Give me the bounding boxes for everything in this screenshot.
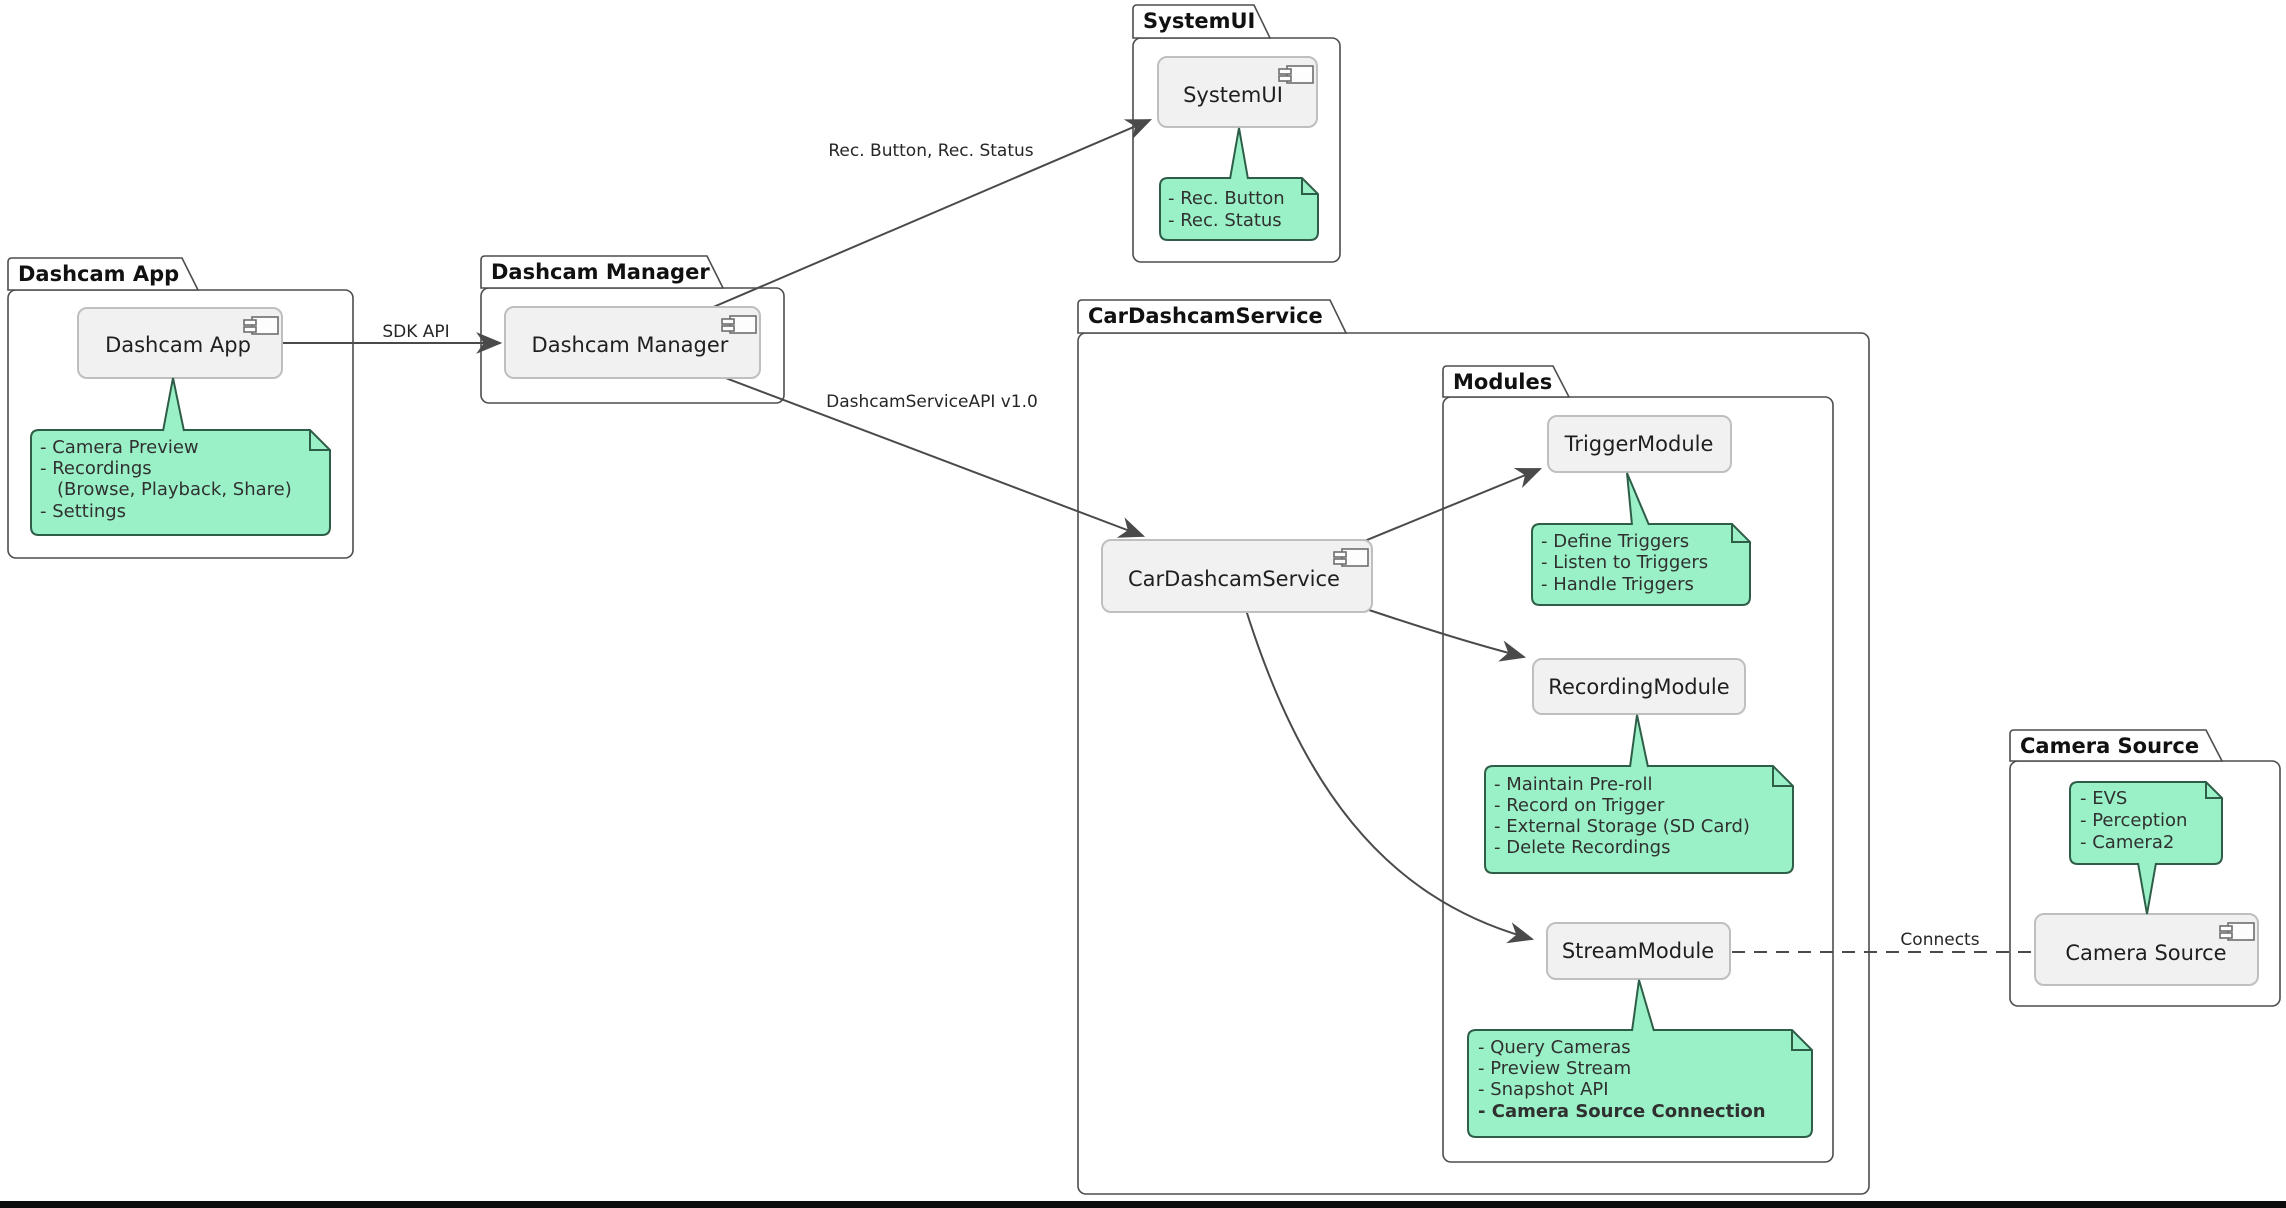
edge-rec-status (689, 119, 1152, 318)
edges: SDK API Rec. Button, Rec. Status Dashcam… (282, 119, 2033, 953)
note-line: - Define Triggers (1541, 531, 1689, 552)
package-title: Dashcam Manager (491, 260, 710, 284)
note-fold-corner (2205, 782, 2222, 799)
package-dashcam-app-tab (7, 257, 200, 291)
component-box (504, 306, 761, 379)
note-fold-corner (1301, 178, 1318, 195)
component-stream-module: StreamModule (1546, 922, 1731, 980)
note-line: - Rec. Status (1168, 210, 1282, 231)
note-dashcam-app: - Camera Preview - Recordings (Browse, P… (30, 377, 331, 536)
note-camera-source: - EVS - Perception - Camera2 (2069, 781, 2223, 915)
component-camera-source: Camera Source (2034, 913, 2259, 986)
note-line: - Preview Stream (1478, 1058, 1631, 1079)
note-line: - Snapshot API (1478, 1079, 1609, 1100)
package-title: Dashcam App (18, 262, 179, 286)
note-tail (1229, 127, 1249, 180)
component-label: Dashcam Manager (532, 333, 729, 357)
component-icon (721, 315, 757, 334)
note-stream-module: - Query Cameras - Preview Stream - Snaps… (1467, 979, 1813, 1138)
package-title: SystemUI (1143, 9, 1255, 33)
component-label: StreamModule (1562, 939, 1714, 963)
note-fold-corner (1772, 766, 1793, 787)
package-systemui-tab (1132, 4, 1272, 39)
component-box (1547, 415, 1732, 473)
edge-label-sdk-api: SDK API (382, 322, 449, 342)
note-line: - Recordings (40, 458, 152, 479)
component-icon (2219, 922, 2255, 941)
component-dashcam-app: Dashcam App (77, 307, 283, 379)
package-modules-tab (1442, 365, 1571, 398)
component-label: TriggerModule (1564, 432, 1714, 456)
note-box (1484, 765, 1794, 874)
note-line: - Camera Source Connection (1478, 1101, 1766, 1122)
edge-to-stream-module (1245, 609, 1535, 944)
component-box (1101, 539, 1373, 613)
component-label: SystemUI (1183, 83, 1283, 107)
component-icon (1333, 548, 1369, 567)
note-box (2069, 781, 2223, 865)
edge-label-rec-status: Rec. Button, Rec. Status (828, 141, 1033, 161)
note-line: - External Storage (SD Card) (1494, 816, 1750, 837)
note-recording-module: - Maintain Pre-roll - Record on Trigger … (1484, 714, 1794, 874)
note-line: (Browse, Playback, Share) (57, 479, 292, 500)
note-line: - Camera2 (2080, 832, 2174, 853)
component-icon (1278, 65, 1314, 84)
component-label: Camera Source (2065, 941, 2226, 965)
note-trigger-module: - Define Triggers - Listen to Triggers -… (1531, 472, 1751, 606)
edge-service-api (714, 373, 1146, 538)
component-icon (243, 316, 279, 335)
component-recording-module: RecordingModule (1532, 658, 1746, 715)
note-tail (1626, 472, 1650, 526)
note-line: - EVS (2080, 788, 2127, 809)
note-line: - Query Cameras (1478, 1037, 1631, 1058)
edge-to-trigger-module (1344, 468, 1543, 550)
note-tail (1629, 714, 1649, 768)
note-tail (162, 377, 185, 432)
component-label: Dashcam App (105, 333, 251, 357)
note-line: - Listen to Triggers (1541, 552, 1708, 573)
component-trigger-module: TriggerModule (1547, 415, 1732, 473)
note-fold-corner (309, 430, 330, 451)
note-box (30, 429, 331, 536)
note-line: - Record on Trigger (1494, 795, 1665, 816)
note-line: - Rec. Button (1168, 188, 1285, 209)
note-line: - Perception (2080, 810, 2187, 831)
component-dashcam-manager: Dashcam Manager (504, 306, 761, 379)
component-box (1157, 56, 1318, 128)
note-line: - Settings (40, 501, 126, 522)
note-box (1467, 1029, 1813, 1138)
bottom-bar (0, 1201, 2286, 1208)
note-tail (2137, 862, 2157, 915)
note-systemui: - Rec. Button - Rec. Status (1159, 127, 1319, 241)
note-line: - Camera Preview (40, 437, 199, 458)
note-fold-corner (1731, 524, 1750, 543)
package-car-dashcam-service-tab (1077, 299, 1348, 334)
note-line: - Maintain Pre-roll (1494, 774, 1653, 795)
component-label: RecordingModule (1548, 675, 1729, 699)
note-box (1531, 523, 1751, 606)
component-car-dashcam-service: CarDashcamService (1101, 539, 1373, 613)
component-label: CarDashcamService (1128, 567, 1340, 591)
edge-label-service-api: DashcamServiceAPI v1.0 (826, 392, 1038, 412)
component-box (1546, 922, 1731, 980)
note-box (1159, 177, 1319, 241)
package-title: CarDashcamService (1088, 304, 1323, 328)
package-title: Camera Source (2020, 734, 2199, 758)
component-box (1532, 658, 1746, 715)
package-camera-source-tab (2009, 729, 2224, 762)
note-tail (1631, 979, 1655, 1032)
note-line: - Handle Triggers (1541, 574, 1694, 595)
edge-to-recording-module (1359, 606, 1527, 662)
component-systemui: SystemUI (1157, 56, 1318, 128)
component-box (77, 307, 283, 379)
note-fold-corner (1791, 1030, 1812, 1051)
package-dashcam-manager-tab (480, 255, 725, 289)
edge-label-connects: Connects (1900, 930, 1979, 950)
package-title: Modules (1453, 370, 1552, 394)
note-line: - Delete Recordings (1494, 837, 1670, 858)
